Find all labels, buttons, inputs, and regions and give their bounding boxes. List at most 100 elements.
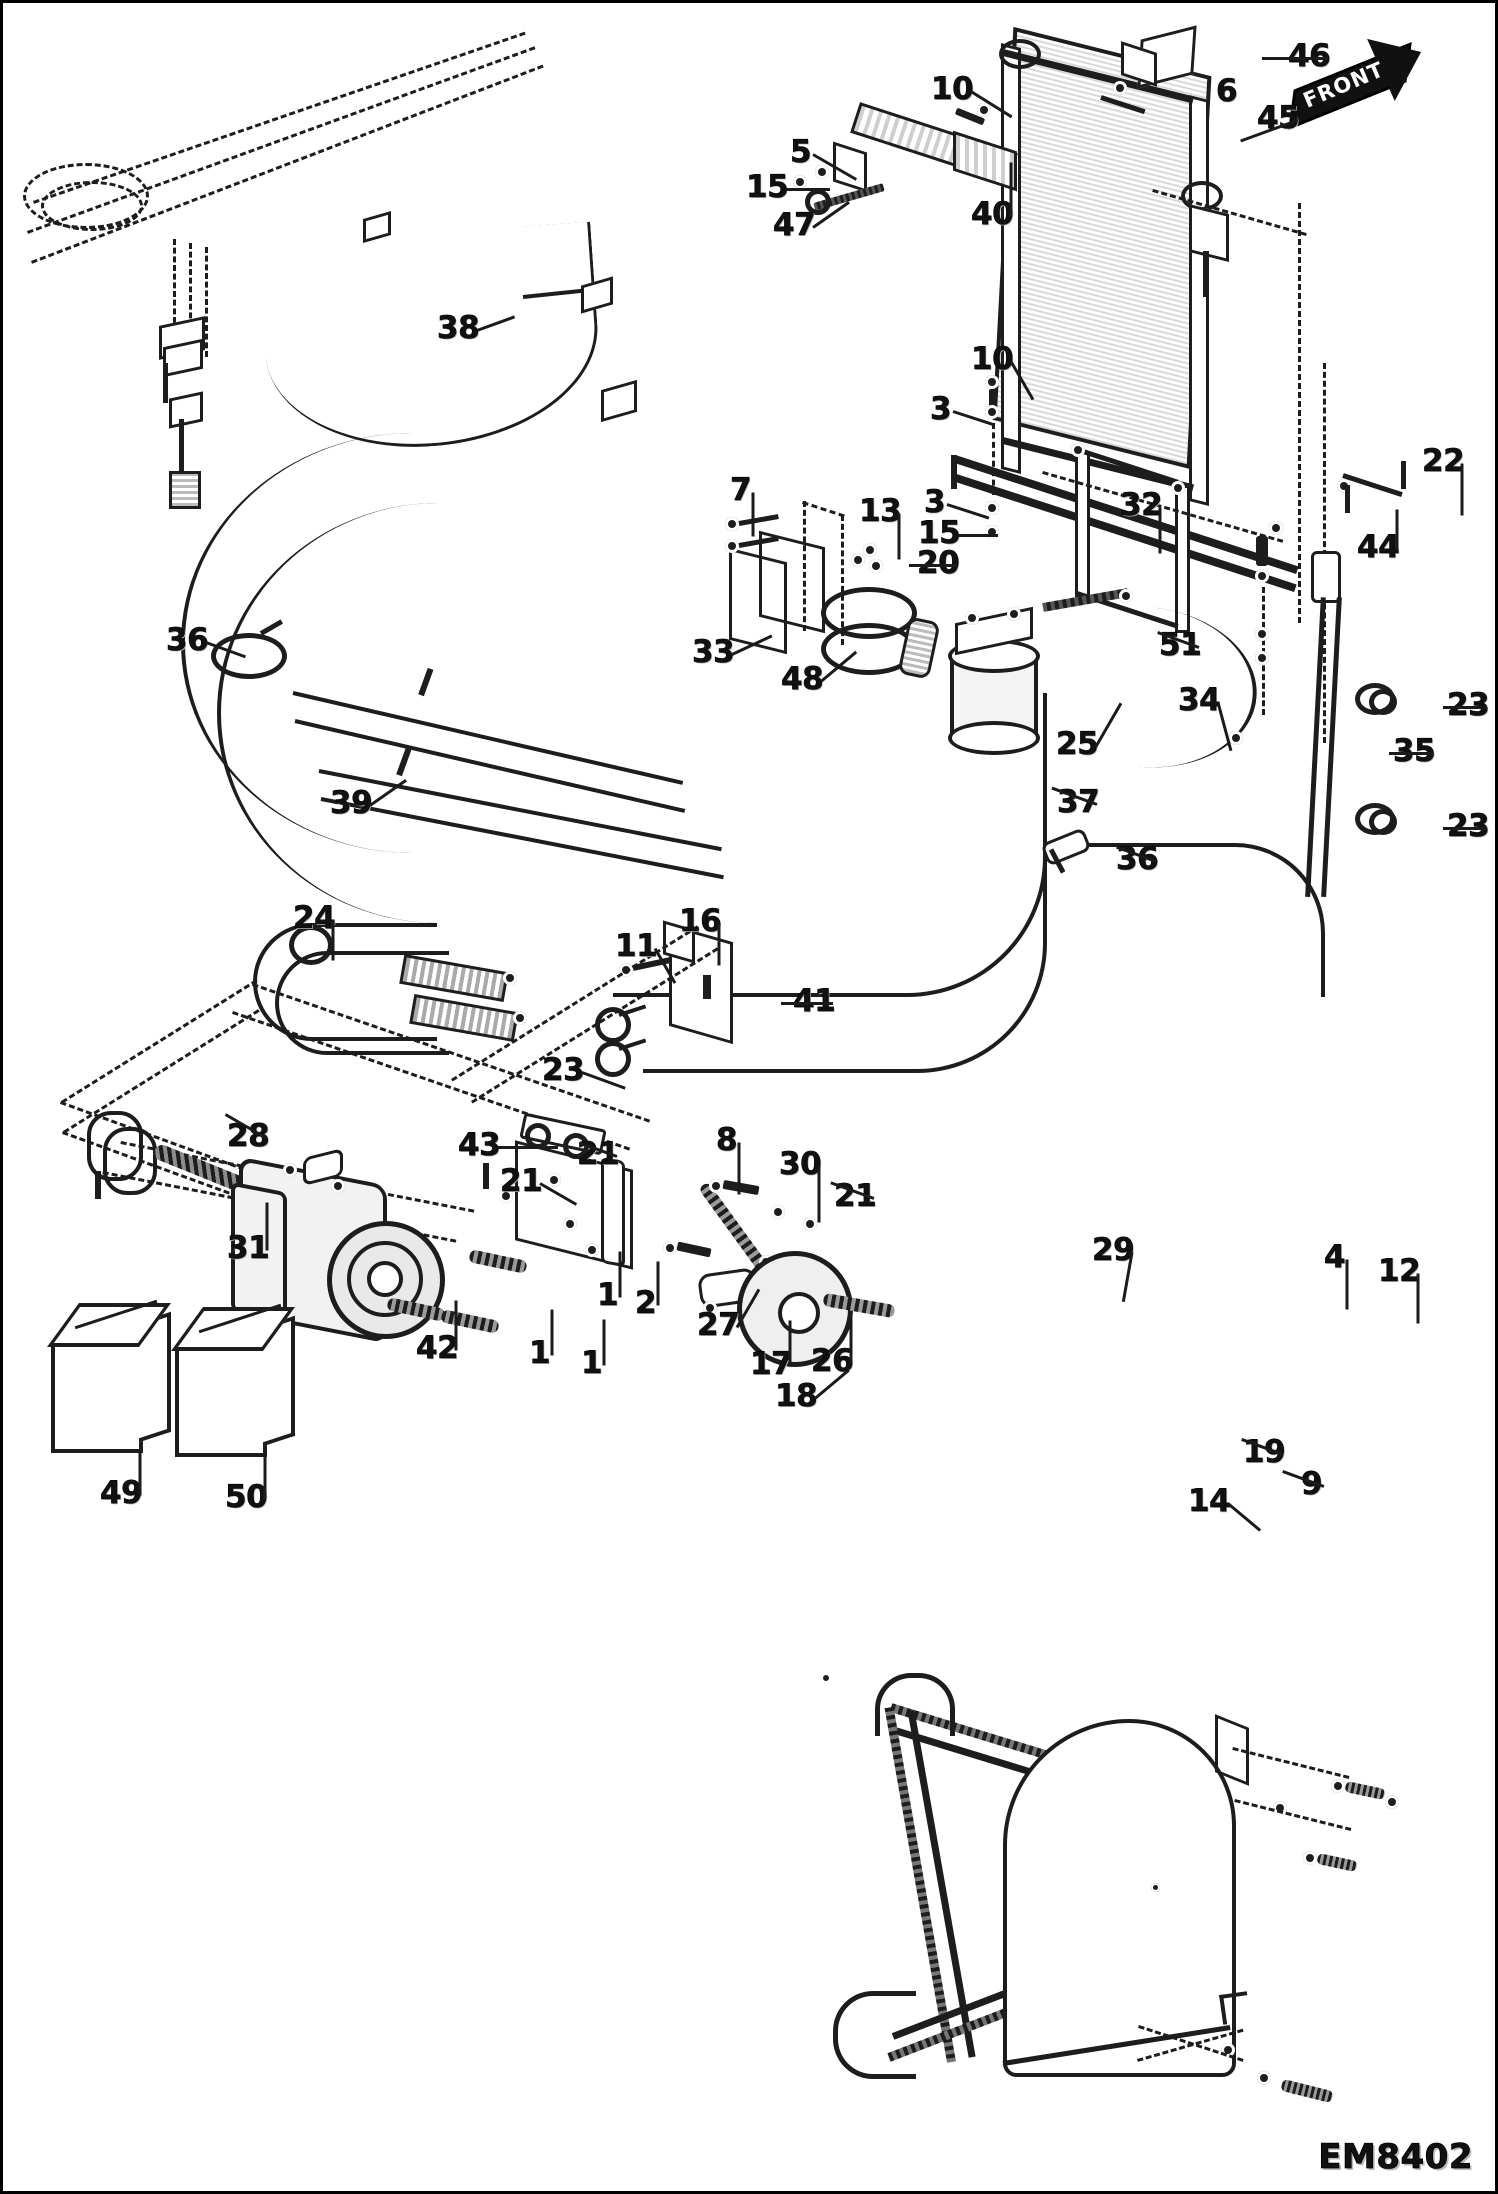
callout-3-10: 3 [930,391,952,427]
belt-outer [823,1675,829,1681]
callout-24-31: 24 [293,900,336,936]
o-ring-24 [289,925,333,965]
line-34-fitting [1229,731,1243,745]
bolt-4-head-b [1303,1851,1317,1865]
bolt-21-c [563,1217,577,1231]
leader-line-2-48 [656,1261,660,1306]
hose-run-left-2 [179,419,184,471]
leader-line-26-54 [849,1317,853,1364]
screw-7-shaft-a [738,514,779,526]
callout-1-52: 1 [581,1345,603,1381]
idler-pulley-hub [778,1292,820,1334]
mount-28-stem [95,1171,101,1199]
callout-15-16: 15 [918,515,961,551]
manifold-hose-loop-a [253,923,437,1041]
bolt-4-shaft-b [1316,1852,1358,1873]
callout-48-21: 48 [781,661,824,697]
receiver-port-a [965,611,979,625]
callout-15-5: 15 [746,169,789,205]
callout-12-45: 12 [1378,1253,1421,1289]
box-50-front [175,1345,267,1457]
leader-line-8-39 [737,1142,741,1195]
mount-28-clamp-b [103,1127,157,1195]
washer-stack-c [1255,651,1269,665]
belt-nose-left [833,1991,916,2079]
leader-line-1-47 [618,1251,622,1298]
leader-line-1-52 [602,1319,606,1366]
bolt-4-shaft [1344,1780,1386,1801]
callout-36-22: 36 [166,622,209,658]
frame-tab-c [1269,521,1283,535]
leader-line-12-45 [1416,1273,1420,1324]
clamp-22-hook [1401,461,1406,489]
callout-39-27: 39 [330,785,373,821]
frame-tab-a [1071,443,1085,457]
bolt-4-head [1331,1779,1345,1793]
leader-line-49-59 [138,1451,142,1496]
callout-5-4: 5 [790,134,812,170]
bolt-11-head [619,963,633,977]
callout-38-8: 38 [437,310,480,346]
callout-29-43: 29 [1092,1232,1135,1268]
bolt-10-head-mid [985,375,999,389]
diagram-id-label: EM8402 [1318,2137,1473,2178]
harness-cable-main [257,221,606,458]
callout-3-13: 3 [924,484,946,520]
leader-line-16-32 [717,923,721,966]
compressor-clutch-hub [367,1261,403,1297]
callout-34-25: 34 [1178,682,1221,718]
leader-line-32-14 [1158,507,1162,554]
frame-tab-b [1171,481,1185,495]
frame-upright-b [1175,485,1190,633]
washer-stack-a [1255,569,1269,583]
bolt-stack-upper [1256,536,1268,566]
condenser-outlet-stub [1203,251,1209,297]
bolt-1-a [468,1249,528,1274]
leader-line-35-26 [1389,752,1433,755]
callout-10-1: 10 [931,71,974,107]
callout-50-60: 50 [225,1479,268,1515]
callout-2-48: 2 [635,1285,657,1321]
switch-51-head [1119,589,1133,603]
bolt-8-head [709,1179,723,1193]
bolt-21-b [547,1173,561,1187]
callout-21-41: 21 [500,1163,543,1199]
condenser-left-tank [1001,43,1021,474]
callout-10-9: 10 [971,341,1014,377]
leader-line-42-50 [454,1300,458,1351]
leader-line-14-57 [1227,1502,1262,1532]
callout-31-46: 31 [227,1230,270,1266]
callout-7-12: 7 [730,472,752,508]
screw-5-head [815,165,829,179]
callout-33-20: 33 [692,634,735,670]
frame-leg-left [951,455,957,489]
receiver-bracket-33-flange [759,530,825,634]
condenser-eyelet-topleft [999,39,1041,69]
belt-guard-hole [1151,1883,1160,1892]
callout-35-26: 35 [1393,733,1436,769]
callout-27-49: 27 [697,1307,740,1343]
leader-line-50-60 [263,1455,267,1500]
plate-41-slot [703,975,711,999]
leader-line-31-46 [265,1202,269,1251]
manifold-port-a [503,971,517,985]
service-kit-box-49 [47,1299,171,1453]
callout-32-14: 32 [1120,487,1163,523]
callout-23-29: 23 [1447,808,1490,844]
callout-16-32: 16 [679,903,722,939]
callout-14-57: 14 [1188,1483,1231,1519]
callout-43-37: 43 [458,1127,501,1163]
callout-11-33: 11 [615,928,658,964]
bolt-10-head-upper [977,103,991,117]
nut-12-b [1273,1801,1287,1815]
callout-6-2: 6 [1216,73,1238,109]
leader-line-17-53 [788,1320,792,1367]
clamp-22-rod [1342,473,1403,498]
manifold-port-b [513,1011,527,1025]
leader-line-30-40 [817,1166,821,1223]
callout-18-55: 18 [775,1378,818,1414]
leader-line-23-29 [1443,827,1487,830]
nut-3-upper [985,405,999,419]
nut-14 [1221,2043,1235,2057]
pivot-27-bolt [703,1301,717,1315]
